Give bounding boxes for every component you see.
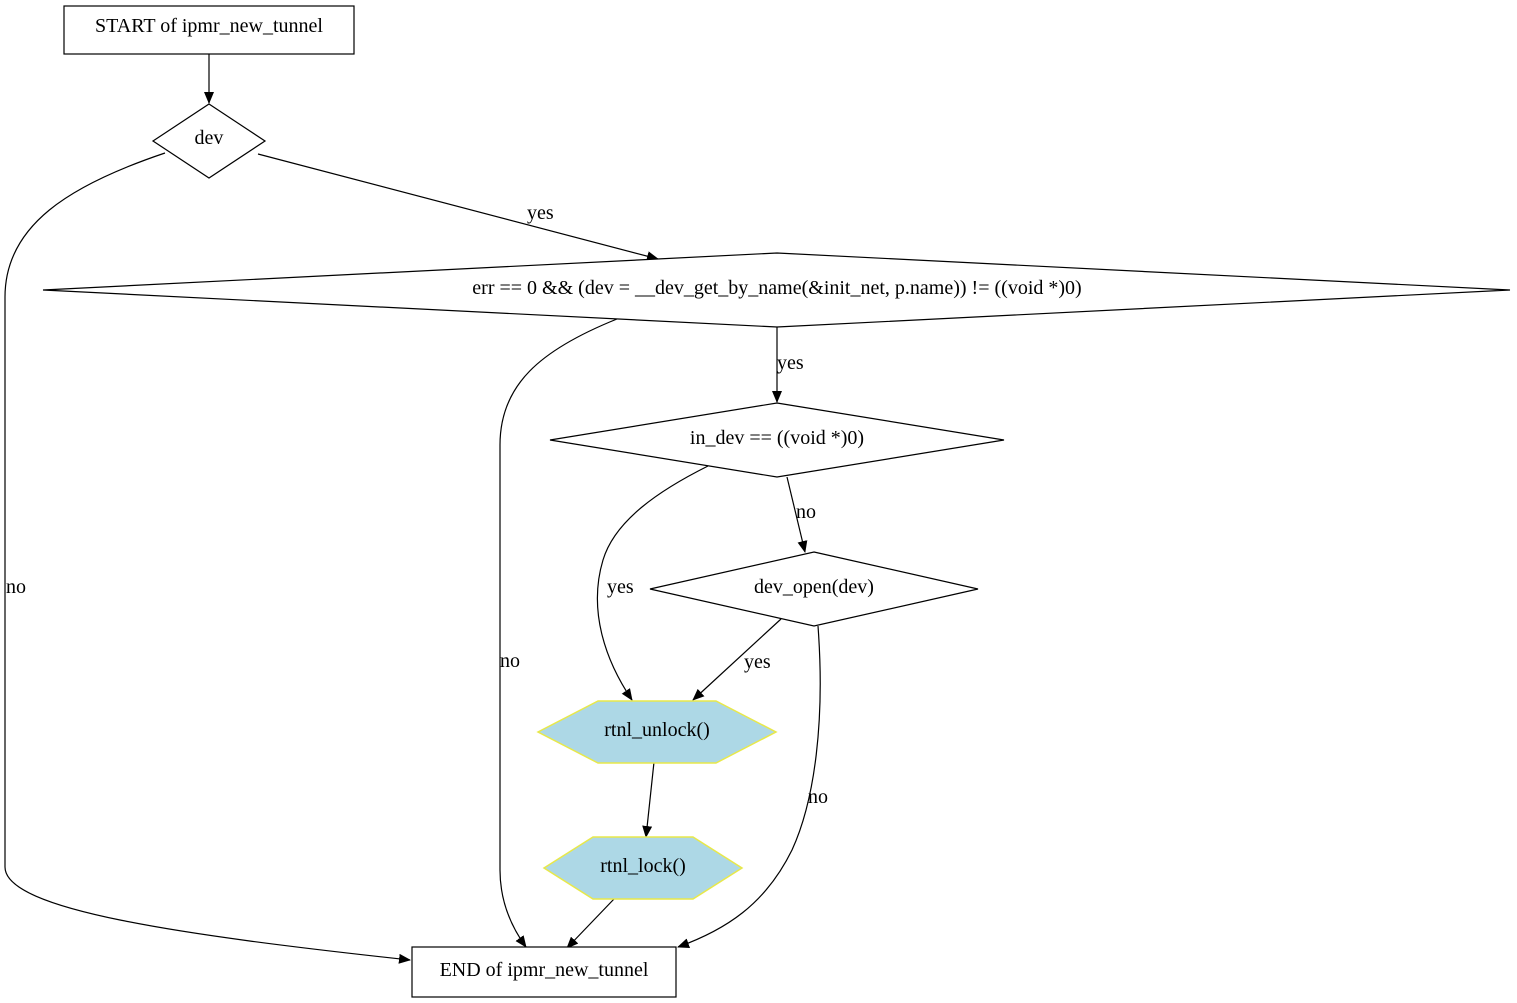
node-rtnl-lock-label: rtnl_lock(): [600, 855, 686, 877]
node-dev-label: dev: [195, 127, 224, 149]
node-err-check-label: err == 0 && (dev = __dev_get_by_name(&in…: [472, 277, 1081, 299]
node-dev-decision: dev: [151, 103, 267, 179]
node-in-dev-label: in_dev == ((void *)0): [690, 427, 864, 449]
nodes: START of ipmr_new_tunnel dev err == 0 &&…: [42, 5, 1511, 998]
edges: yes no yes no yes no yes no: [4, 54, 828, 964]
node-in-dev-decision: in_dev == ((void *)0): [549, 402, 1005, 478]
edge-dev-open-to-end: no: [677, 625, 828, 948]
node-dev-open-label: dev_open(dev): [754, 576, 874, 598]
edge-label-yes: yes: [607, 576, 634, 598]
edge-rtnl-unlock-to-rtnl-lock: [642, 761, 655, 838]
node-end: END of ipmr_new_tunnel: [411, 946, 677, 998]
edge-label-yes: yes: [777, 352, 804, 374]
edge-label-no: no: [500, 650, 520, 672]
node-rtnl-unlock-label: rtnl_unlock(): [604, 719, 710, 741]
node-rtnl-unlock: rtnl_unlock(): [536, 700, 778, 764]
edge-in-dev-to-dev-open: no: [786, 476, 816, 553]
node-dev-open-decision: dev_open(dev): [649, 551, 979, 627]
edge-err-check-to-end: no: [499, 318, 618, 948]
edge-rtnl-lock-to-end: [566, 898, 615, 949]
edge-dev-to-err-check: yes: [257, 153, 659, 262]
edge-label-yes: yes: [744, 651, 771, 673]
node-end-label: END of ipmr_new_tunnel: [440, 959, 649, 981]
edge-label-no: no: [6, 576, 26, 598]
node-rtnl-lock: rtnl_lock(): [542, 836, 744, 900]
edge-err-check-to-in-dev: yes: [772, 327, 804, 403]
node-start: START of ipmr_new_tunnel: [63, 5, 355, 55]
edge-in-dev-to-rtnl-unlock: yes: [596, 465, 709, 701]
edge-label-no: no: [808, 786, 828, 808]
edge-label-yes: yes: [527, 202, 554, 224]
node-start-label: START of ipmr_new_tunnel: [95, 15, 323, 37]
edge-dev-to-end: no: [4, 152, 411, 964]
edge-dev-open-to-rtnl-unlock: yes: [692, 618, 782, 701]
edge-label-no: no: [796, 501, 816, 523]
node-err-check-decision: err == 0 && (dev = __dev_get_by_name(&in…: [42, 252, 1511, 328]
